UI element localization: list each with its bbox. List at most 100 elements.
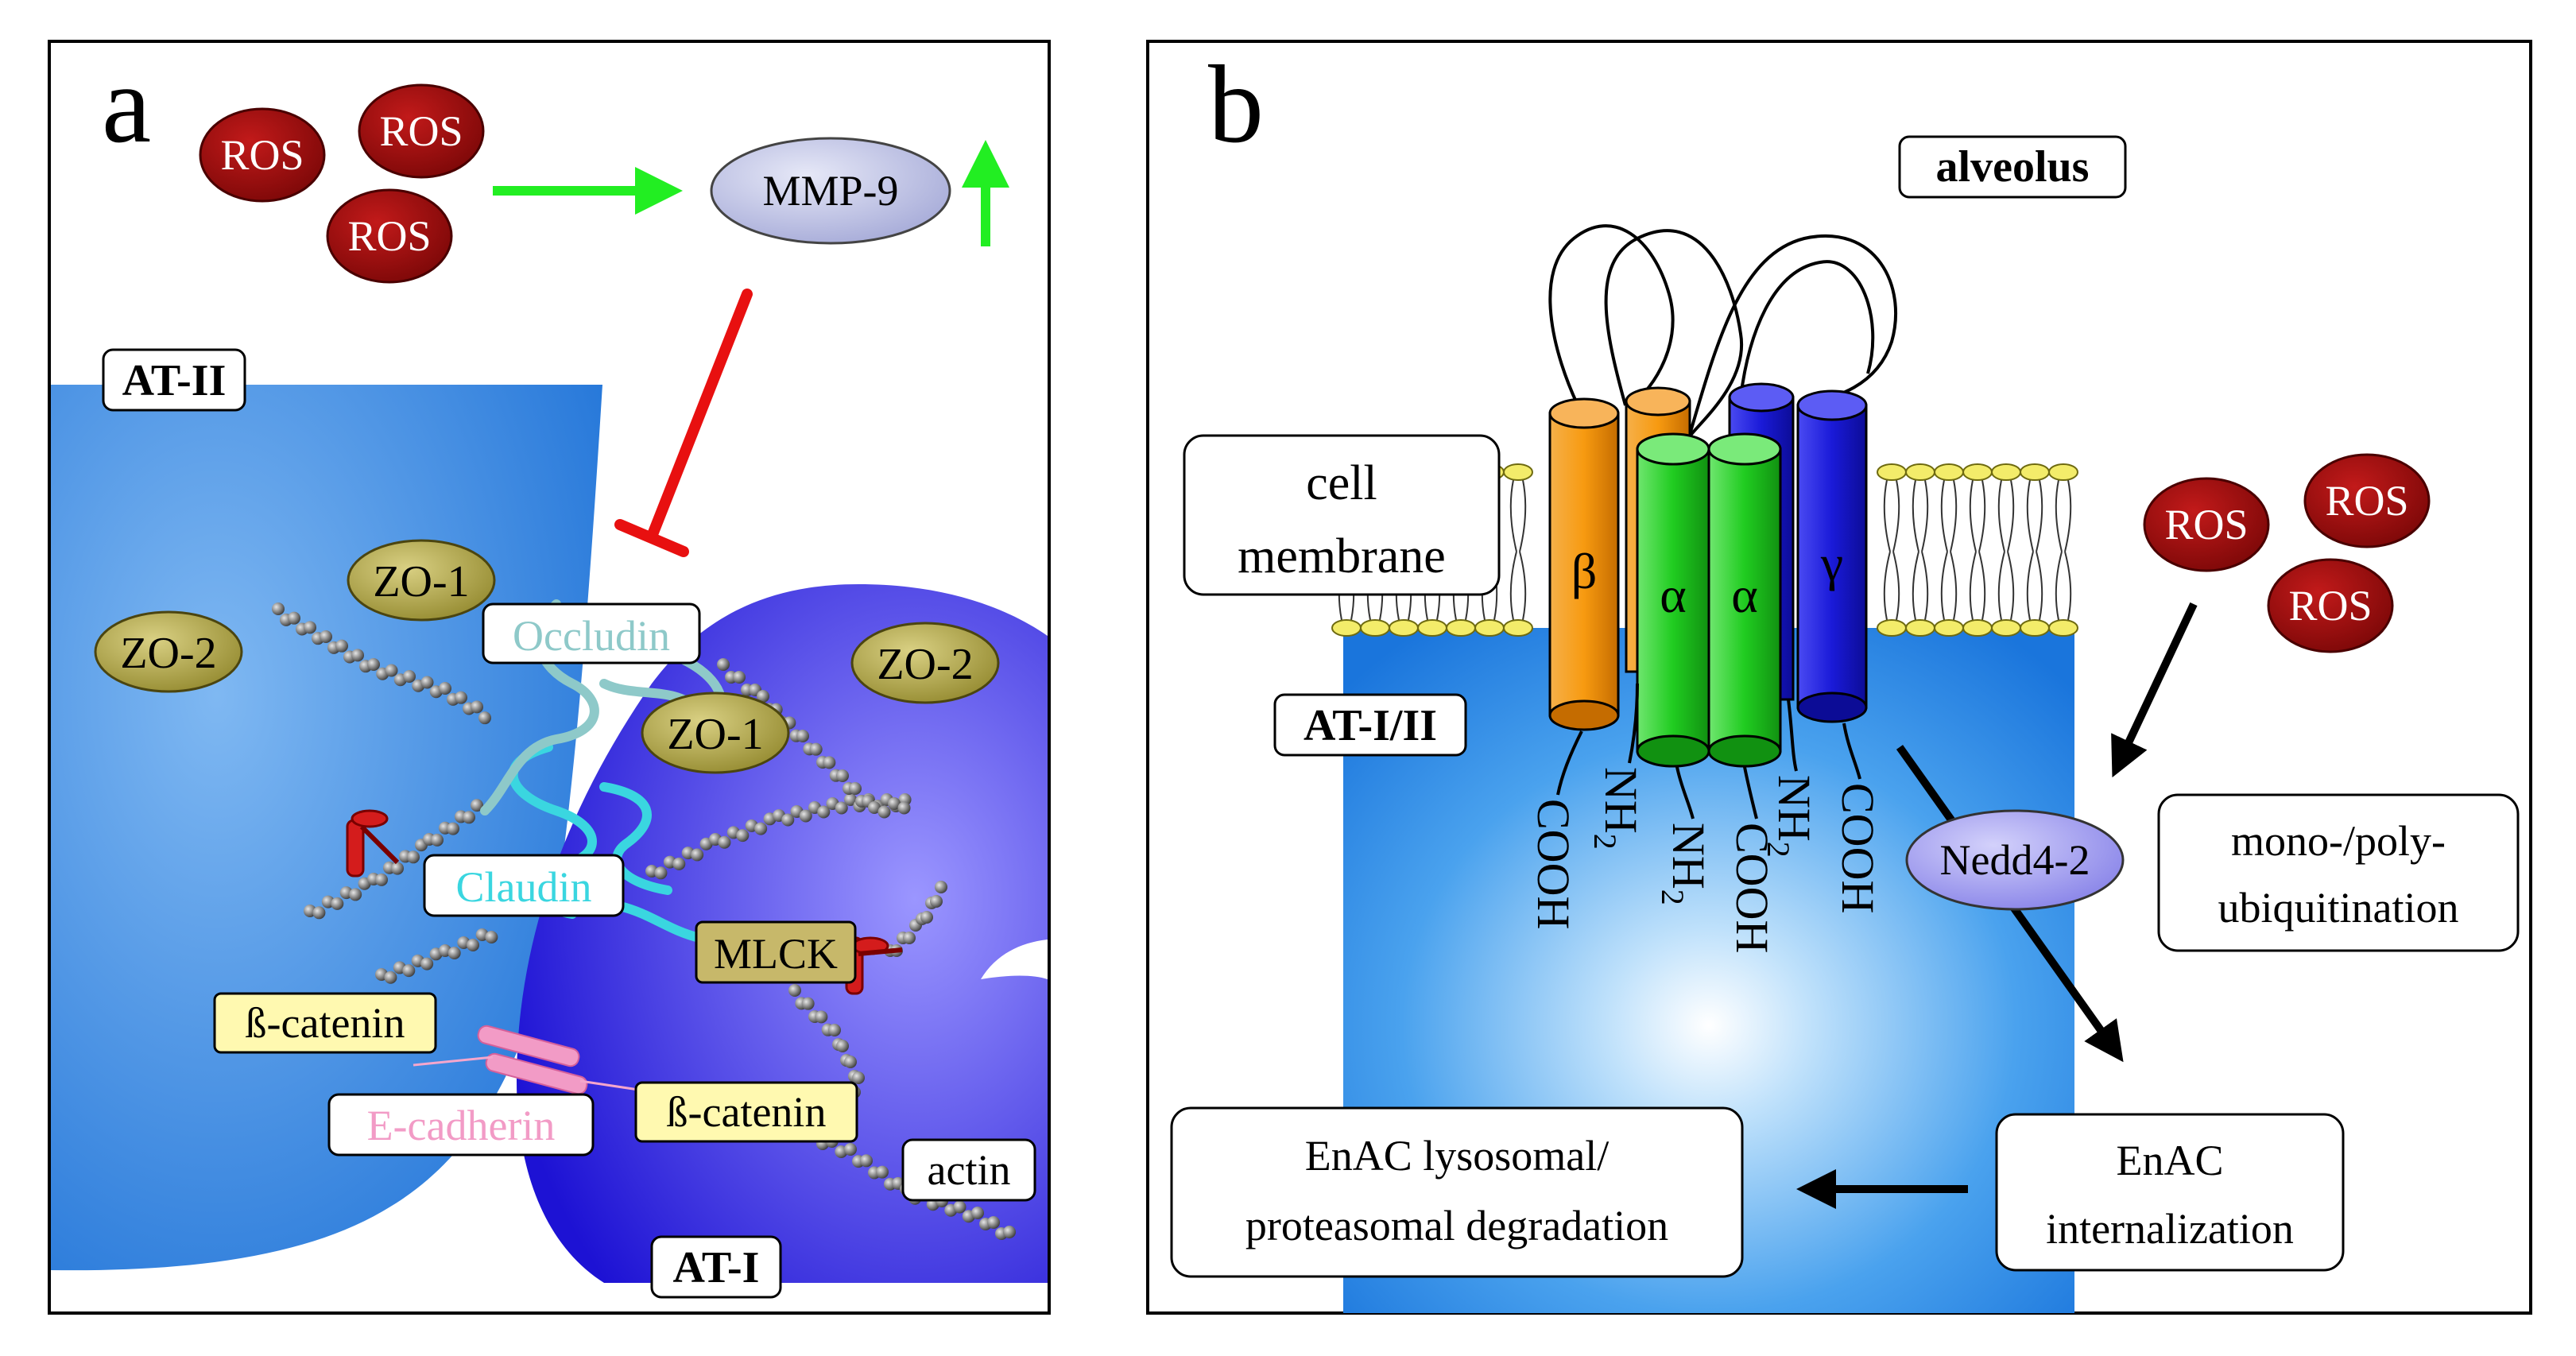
at12-box: AT-I/II (1273, 693, 1467, 757)
claudin-label: Claudin (456, 863, 592, 911)
actin-bead (351, 649, 364, 662)
lipid-head (1503, 463, 1533, 481)
actin-bead (823, 756, 836, 769)
ubiquitination-line1: mono-/poly- (2231, 817, 2446, 865)
lipid-head (2048, 463, 2078, 481)
mlck-label: MLCK (714, 930, 838, 978)
lipid-head (1389, 619, 1419, 637)
ubiquitination-line2: ubiquitination (2218, 884, 2459, 932)
panel-b: β α α γ COOH NH2 NH2 COOH NH2 COOH alveo… (1146, 40, 2532, 1315)
actin-bead (796, 730, 809, 742)
zo1-center-label: ZO-1 (667, 710, 763, 759)
actin-bead (331, 897, 344, 910)
lipid-head (2048, 619, 2078, 637)
lipid-head (1446, 619, 1476, 637)
degradation-line1: EnAC lysosomal/ (1305, 1132, 1610, 1180)
actin-bead (654, 866, 668, 880)
ubiquitination-box: mono-/poly- ubiquitination (2157, 793, 2520, 952)
actin-bead (849, 782, 862, 795)
gamma-nh2: NH2 (1761, 775, 1820, 858)
actin-bead (478, 711, 491, 725)
zo1-center: ZO-1 (641, 692, 790, 774)
actin-bead (935, 881, 947, 893)
lipid-tail (1969, 479, 1986, 621)
actin-bead (402, 964, 416, 978)
actin-bead (672, 857, 686, 870)
lipid-head (1991, 463, 2021, 481)
zo2-right: ZO-2 (850, 622, 1000, 704)
ros-b-3: ROS (2267, 558, 2394, 653)
actin-bead (312, 906, 326, 920)
actin-bead (930, 895, 943, 908)
mlck-box: MLCK (695, 920, 857, 984)
nedd-node: Nedd4-2 (1905, 809, 2125, 911)
lipid-head (1877, 463, 1907, 481)
actin-bead (852, 1071, 865, 1084)
actin-bead (375, 873, 388, 886)
actin-bead (788, 984, 801, 997)
internalization-line2: internalization (2046, 1205, 2294, 1253)
actin-bead (817, 805, 831, 819)
panel-a: ROS ROS ROS MMP-9 ZO-1 (48, 40, 1051, 1315)
lipid-head (1417, 619, 1447, 637)
ros-a-1-label: ROS (220, 131, 304, 179)
alpha-cooh: COOH (1726, 823, 1778, 953)
channel-loops (1548, 224, 1897, 439)
actin-bead (781, 813, 795, 827)
actin-bead (471, 799, 483, 812)
actin-bead (691, 848, 704, 862)
tail-termini: COOH NH2 NH2 COOH NH2 COOH (1528, 767, 1884, 953)
ros-b-2-label: ROS (2325, 477, 2408, 525)
e-cadherin-label: E-cadherin (367, 1102, 556, 1149)
lipid-head (1905, 463, 1935, 481)
ros-a-1: ROS (199, 107, 326, 203)
actin-bead (877, 805, 891, 819)
lipid-head (1905, 619, 1935, 637)
alpha-1-label: α (1660, 567, 1687, 623)
actin-bead (844, 1143, 857, 1156)
internalization-line1: EnAC (2117, 1137, 2224, 1184)
actin-bead (367, 658, 380, 671)
inhibition-line (614, 289, 753, 557)
actin-bead (815, 1010, 828, 1024)
e-cadherin-molecule (413, 1025, 660, 1095)
actin-bead (835, 801, 848, 815)
lipid-tail (2055, 479, 2072, 621)
at1-box: AT-I (650, 1235, 782, 1299)
actin-bead (836, 769, 849, 782)
actin-bead (455, 691, 467, 704)
actin-bead (349, 888, 362, 901)
occludin-label: Occludin (513, 612, 670, 660)
actin-bead (836, 1040, 849, 1052)
gamma-subunit (1796, 389, 1868, 723)
mmp9-node: MMP-9 (710, 137, 951, 245)
actin-box: actin (901, 1138, 1036, 1202)
lipid-head (1962, 463, 1993, 481)
lipid-head (2020, 619, 2050, 637)
actin-bead (718, 835, 731, 849)
ros-to-nedd-arrow (2111, 602, 2198, 778)
actin-bead (420, 957, 434, 971)
degradation-line2: proteasomal degradation (1245, 1202, 1668, 1249)
actin-bead (485, 931, 498, 943)
occludin-box: Occludin (482, 602, 701, 664)
actin-bead (403, 670, 416, 683)
panel-b-letter: b (1208, 43, 1264, 166)
mmp9-label: MMP-9 (762, 167, 898, 215)
lipid-head (1474, 619, 1505, 637)
actin-bead (809, 742, 823, 756)
gamma-cooh: COOH (1832, 783, 1884, 913)
zo1-left: ZO-1 (347, 539, 496, 622)
zo2-left-label: ZO-2 (120, 629, 216, 678)
enac-channel: β α α γ (1548, 382, 1868, 768)
actin-bead (463, 811, 475, 824)
beta-catenin-right-label: ß-catenin (667, 1088, 827, 1136)
alpha-subunit-2 (1707, 432, 1782, 768)
actin-bead (876, 1165, 889, 1179)
actin-bead (272, 602, 285, 615)
at2-box: AT-II (102, 348, 246, 412)
lipid-head (1877, 619, 1907, 637)
degradation-box: EnAC lysosomal/ proteasomal degradation (1170, 1106, 1744, 1278)
lipid-tail (1509, 479, 1527, 621)
